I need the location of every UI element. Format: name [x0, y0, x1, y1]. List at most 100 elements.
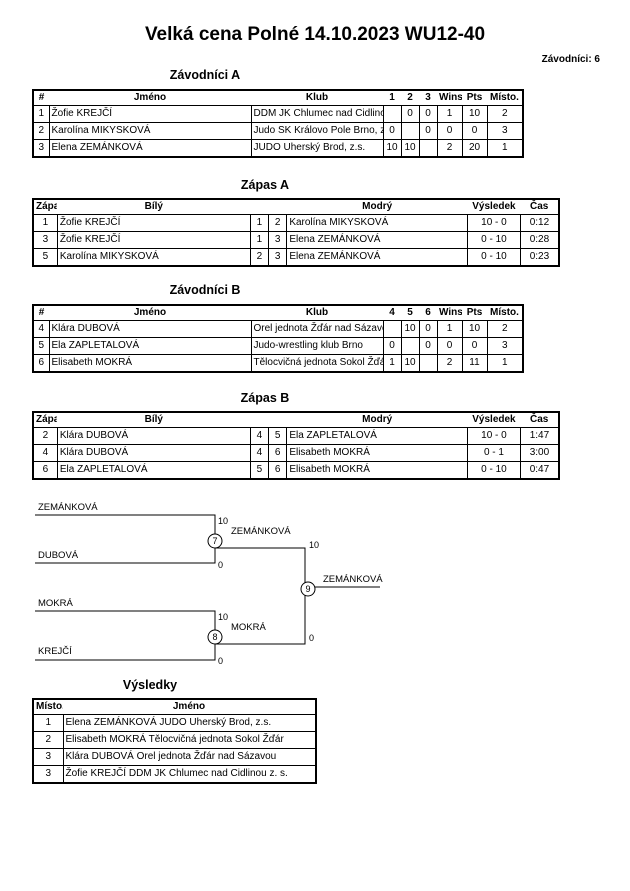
col-header: 6: [425, 307, 431, 318]
table-cell: 2: [32, 731, 64, 749]
table-cell: JUDO Uherský Brod, z.s.: [250, 139, 384, 158]
table-cell: 10: [400, 354, 420, 373]
table-cell: 1: [486, 354, 524, 373]
table-cell: 5: [32, 337, 50, 355]
table-cell: 2: [32, 427, 58, 445]
table-cell: Elisabeth MOKRÁ: [286, 461, 469, 480]
table-cell: 2: [486, 320, 524, 338]
table-cell: 0 - 1: [467, 444, 521, 462]
table-cell: 3: [268, 248, 288, 267]
table-cell: 3: [32, 748, 64, 766]
col-header: Modrý: [362, 414, 393, 425]
bracket-line: [35, 548, 216, 564]
col-header: Pts: [466, 307, 483, 318]
col-header: [269, 199, 287, 215]
bracket-line: [35, 644, 216, 661]
table-cell: Elisabeth MOKRÁ Tělocvičná jednota Sokol…: [62, 731, 317, 749]
pool-a-heading: Závodníci A: [169, 68, 241, 82]
table-cell: 3:00: [519, 444, 560, 462]
table-cell: Judo-wrestling klub Brno: [250, 337, 384, 355]
table-cell: Žofie KREJČÍ DDM JK Chlumec nad Cidlinou…: [62, 765, 317, 784]
matches-b-header-row: Zápas Bílý Modrý Výsledek Čas: [33, 412, 559, 428]
table-cell: 1: [32, 714, 64, 732]
table-cell: 0: [418, 105, 438, 123]
matches-a-header-row: Zápas Bílý Modrý Výsledek Čas: [33, 199, 559, 215]
bracket-sf1-bottom: DUBOVÁ: [38, 550, 79, 561]
match-marker: [207, 533, 223, 549]
col-header: #: [38, 92, 45, 103]
col-header: Výsledek: [472, 201, 516, 212]
table-cell: 0: [418, 337, 438, 355]
table-cell: 10 - 0: [467, 214, 521, 232]
bracket-final-winner: ZEMÁNKOVÁ: [323, 574, 383, 585]
table-cell: 0: [400, 105, 420, 123]
table-cell: 1: [249, 231, 270, 249]
bracket-sf1-top: ZEMÁNKOVÁ: [38, 502, 98, 513]
table-cell: 2: [268, 214, 288, 232]
table-cell: [382, 320, 402, 338]
col-header: Místo.: [36, 701, 63, 712]
table-cell: Elena ZEMÁNKOVÁ: [286, 248, 469, 267]
table-cell: Karolína MIKYSKOVÁ: [286, 214, 469, 232]
col-header: 5: [407, 307, 413, 318]
col-header: Pts: [466, 92, 483, 103]
table-cell: 1: [436, 320, 463, 338]
table-cell: Karolína MIKYSKOVÁ: [56, 248, 251, 267]
col-header: Klub: [305, 307, 329, 318]
table-cell: 1: [249, 214, 270, 232]
competitor-count: Závodníci: 6: [541, 54, 600, 65]
table-cell: 0: [418, 320, 438, 338]
page-title: Velká cena Polné 14.10.2023 WU12-40: [144, 24, 486, 45]
table-cell: 0:47: [519, 461, 560, 480]
table-cell: Žofie KREJČÍ: [48, 105, 252, 123]
table-cell: 4: [249, 427, 270, 445]
table-cell: 1: [382, 354, 402, 373]
table-cell: Ela ZAPLETALOVÁ: [48, 337, 252, 355]
table-cell: [382, 105, 402, 123]
table-cell: Elena ZEMÁNKOVÁ: [48, 139, 252, 158]
results-header-row: Místo. Jméno: [33, 699, 316, 715]
table-cell: 2: [436, 139, 463, 158]
col-header: Jméno: [133, 92, 167, 103]
bracket-sf1-winner: ZEMÁNKOVÁ: [231, 526, 291, 537]
col-header: Čas: [529, 414, 549, 425]
table-cell: 3: [486, 337, 524, 355]
table-cell: Elena ZEMÁNKOVÁ: [286, 231, 469, 249]
pool-b-heading: Závodníci B: [169, 283, 241, 297]
bracket-score: 0: [218, 656, 223, 666]
table-cell: Klára DUBOVÁ: [56, 427, 251, 445]
col-header: Zápas: [36, 414, 57, 425]
bracket-sf2-winner: MOKRÁ: [231, 622, 267, 633]
table-cell: 0 - 10: [467, 231, 521, 249]
table-cell: Klára DUBOVÁ: [56, 444, 251, 462]
match-number: 8: [212, 632, 217, 642]
table-cell: 0:28: [519, 231, 560, 249]
col-header: 4: [389, 307, 395, 318]
table-cell: 5: [268, 427, 288, 445]
table-cell: 3: [32, 765, 64, 784]
table-cell: [400, 122, 420, 140]
col-header: Wins: [439, 92, 462, 103]
table-cell: Žofie KREJČÍ: [56, 214, 251, 232]
table-cell: Žofie KREJČÍ: [56, 231, 251, 249]
col-header: Výsledek: [472, 414, 516, 425]
table-cell: 10: [461, 105, 488, 123]
table-cell: 0 - 10: [467, 461, 521, 480]
table-cell: 6: [32, 354, 50, 373]
matches-a-heading: Zápas A: [240, 178, 290, 192]
table-cell: 10: [382, 139, 402, 158]
